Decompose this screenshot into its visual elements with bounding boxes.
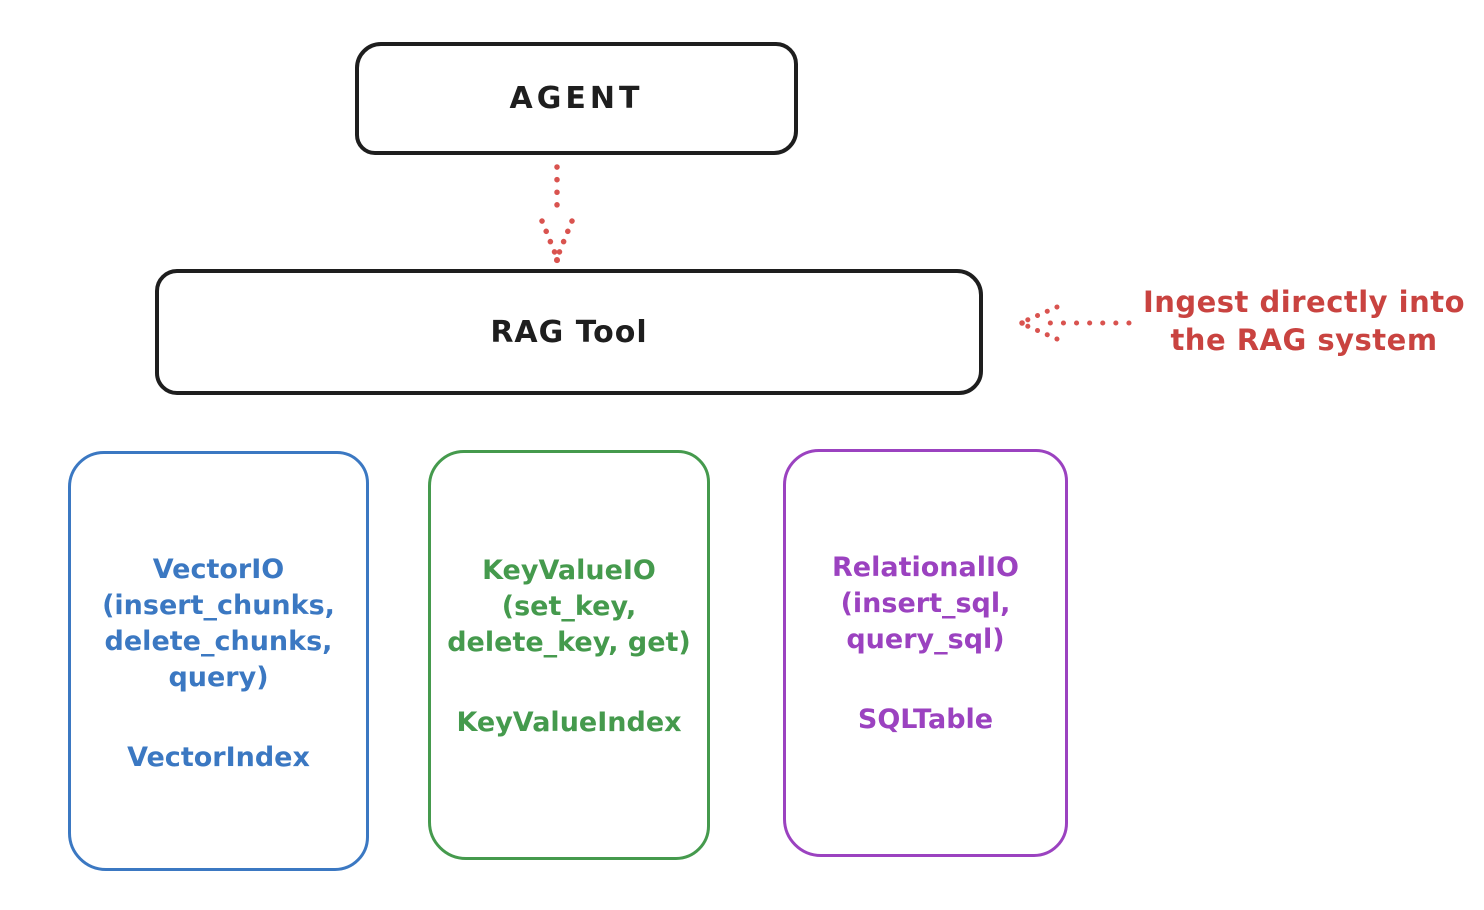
keyvalue-io-methods: KeyValueIO (set_key, delete_key, get) bbox=[447, 555, 691, 658]
relational-io-methods: RelationalIO (insert_sql, query_sql) bbox=[832, 552, 1019, 655]
ingest-annotation-text: Ingest directly into the RAG system bbox=[1142, 285, 1466, 358]
relational-io-node: RelationalIO (insert_sql, query_sql) SQL… bbox=[783, 449, 1068, 857]
rag-tool-node: RAG Tool bbox=[155, 269, 983, 395]
agent-node: AGENT bbox=[355, 42, 798, 155]
keyvalue-io-node: KeyValueIO (set_key, delete_key, get) Ke… bbox=[428, 450, 710, 860]
vector-index-label: VectorIndex bbox=[127, 741, 310, 773]
dotted-arrow-down-icon bbox=[539, 164, 575, 264]
vector-io-node: VectorIO (insert_chunks, delete_chunks, … bbox=[68, 451, 369, 871]
agent-label: AGENT bbox=[509, 81, 644, 116]
dotted-arrow-left-icon bbox=[1019, 304, 1132, 342]
rag-tool-label: RAG Tool bbox=[490, 314, 648, 350]
keyvalue-index-label: KeyValueIndex bbox=[456, 706, 682, 738]
sql-table-label: SQLTable bbox=[857, 703, 994, 735]
vector-io-methods: VectorIO (insert_chunks, delete_chunks, … bbox=[102, 554, 335, 693]
